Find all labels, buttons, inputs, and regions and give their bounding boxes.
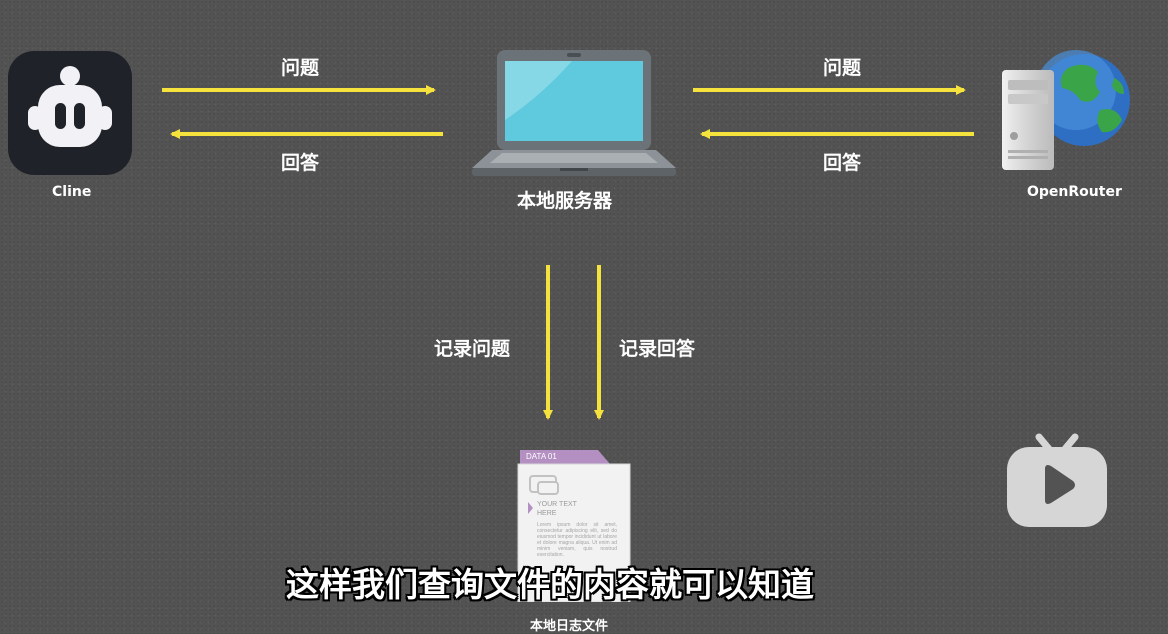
video-subtitle: 这样我们查询文件的内容就可以知道 — [286, 565, 814, 604]
label-right-answer: 回答 — [823, 152, 862, 174]
log-body-text: Lorem ipsum dolor sit amet, consectetur … — [537, 522, 617, 558]
cline-node — [8, 51, 132, 175]
server-globe-icon — [1002, 50, 1130, 170]
label-left-answer: 回答 — [281, 152, 320, 174]
tv-watermark — [1007, 433, 1107, 529]
label-right-question: 问题 — [823, 57, 862, 79]
cline-label: Cline — [52, 184, 92, 200]
local-server-node — [472, 50, 676, 178]
log-tab-label: DATA 01 — [526, 452, 557, 461]
log-heading-line1: YOUR TEXT — [537, 501, 577, 508]
document-icon — [517, 450, 631, 603]
log-file-node — [516, 450, 632, 603]
tv-play-icon — [1007, 433, 1107, 527]
label-left-question: 问题 — [281, 57, 320, 79]
label-record-answer: 记录回答 — [619, 338, 696, 360]
openrouter-node — [996, 50, 1134, 174]
openrouter-label: OpenRouter — [1027, 184, 1122, 200]
laptop-icon — [472, 50, 676, 176]
label-record-question: 记录问题 — [434, 338, 511, 360]
local-server-label: 本地服务器 — [517, 190, 613, 212]
log-heading-line2: HERE — [537, 510, 557, 517]
log-file-label: 本地日志文件 — [530, 619, 609, 634]
robot-face-icon — [8, 51, 132, 175]
